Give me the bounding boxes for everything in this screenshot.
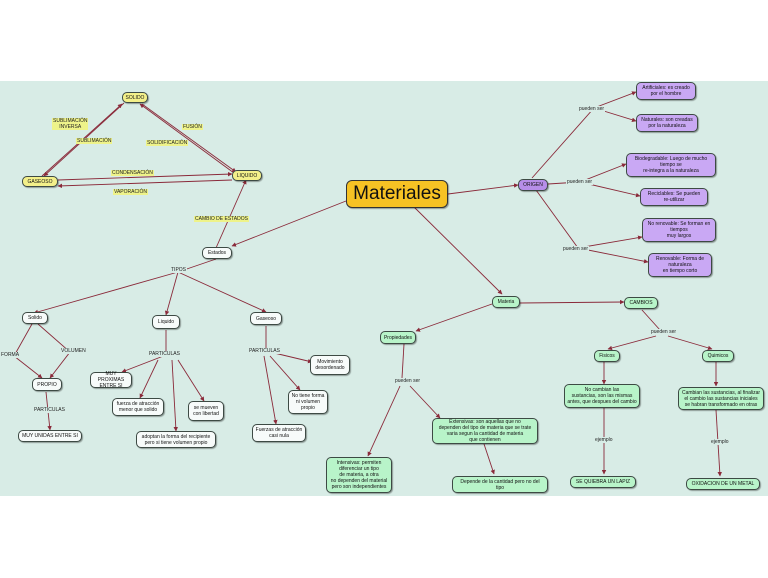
link bbox=[164, 271, 179, 316]
node-naturales[interactable]: Naturales: son creadas por la naturaleza bbox=[636, 114, 698, 132]
node-fuerzas-casi-nula[interactable]: Fuerzas de atracción casi nula bbox=[252, 424, 306, 442]
node-cambian[interactable]: Cambian las sustancias, al finalizar el … bbox=[678, 387, 764, 410]
link bbox=[447, 183, 519, 195]
node-muy-unidas[interactable]: MUY UNIDAS ENTRE SI bbox=[18, 430, 82, 442]
label-solidificacion: SOLIDIFICACIÓN bbox=[146, 140, 189, 146]
node-gaseoso[interactable]: Gaseoso bbox=[250, 312, 282, 325]
link bbox=[57, 179, 233, 189]
link bbox=[33, 258, 217, 315]
label-particulas-gaseoso: PARTICULAS bbox=[248, 348, 281, 354]
node-artificiales[interactable]: Artificiales: es creado por el hombre bbox=[636, 82, 696, 100]
link bbox=[231, 200, 347, 247]
label-condensacion: CONDENSACIÓN bbox=[111, 170, 154, 176]
node-se-mueven[interactable]: se mueven con libertad bbox=[188, 401, 224, 421]
node-estados[interactable]: Estados bbox=[202, 247, 232, 259]
link bbox=[409, 385, 441, 419]
label-pueden-ser-origen-2: pueden ser bbox=[566, 179, 594, 185]
node-intensivas[interactable]: Intensivas: permiten diferenciar un tipo… bbox=[326, 457, 392, 493]
link bbox=[607, 335, 657, 351]
link bbox=[269, 355, 301, 391]
label-pueden-ser-propiedades: pueden ser bbox=[394, 378, 422, 384]
label-tipos: TIPOS bbox=[170, 267, 188, 273]
node-depende-cantidad[interactable]: Depende de la cantidad pero no del tipo bbox=[452, 476, 548, 493]
node-reciclables[interactable]: Reciclables: Se pueden re-utilizar bbox=[640, 188, 708, 206]
node-propiedades[interactable]: Propiedades bbox=[380, 331, 416, 344]
node-liquido[interactable]: Liquido bbox=[152, 315, 180, 329]
label-vaporacion: VAPORACIÓN bbox=[113, 189, 148, 195]
label-ejemplo-fisicos: ejemplo bbox=[594, 437, 614, 443]
node-fisicos[interactable]: Fisicos bbox=[594, 350, 620, 362]
link bbox=[263, 355, 278, 425]
node-renovable[interactable]: Renovable: Forma de naturaleza en tiempo… bbox=[648, 253, 712, 277]
label-particulas-solido: PARTICULAS bbox=[33, 407, 66, 413]
node-liquido-state[interactable]: LIQUIDO bbox=[232, 170, 262, 181]
node-materia[interactable]: Materia bbox=[492, 296, 520, 308]
label-sublimacion: SUBLIMACIÓN bbox=[76, 138, 113, 144]
link bbox=[177, 271, 267, 313]
link bbox=[401, 343, 405, 379]
node-no-cambian[interactable]: No cambian las sustancias, son las misma… bbox=[564, 384, 640, 408]
link bbox=[121, 354, 167, 373]
concept-map-canvas bbox=[0, 81, 768, 496]
node-movimiento[interactable]: Movimiento desordenado bbox=[310, 355, 350, 375]
node-fuerza-atraccion-menor[interactable]: fuerza de atracción menor que solido bbox=[112, 398, 164, 416]
label-fusion: FUSIÓN bbox=[182, 124, 203, 130]
label-pueden-ser-origen-3: pueden ser bbox=[562, 246, 590, 252]
link bbox=[483, 443, 495, 475]
node-lapiz[interactable]: SE QUIEBRA UN LAPIZ bbox=[570, 476, 636, 488]
link bbox=[531, 91, 637, 179]
link bbox=[415, 303, 493, 332]
link bbox=[171, 359, 179, 432]
label-pueden-ser-origen-1: pueden ser bbox=[578, 106, 606, 112]
label-forma: FORMA bbox=[0, 352, 21, 358]
link bbox=[411, 204, 503, 295]
link bbox=[577, 247, 649, 264]
link bbox=[641, 309, 661, 331]
node-oxidacion[interactable]: OXIDACION DE UN METAL bbox=[686, 478, 760, 490]
label-ejemplo-quimicos: ejemplo bbox=[710, 439, 730, 445]
label-pueden-ser-cambios: pueden ser bbox=[650, 329, 678, 335]
link bbox=[139, 359, 159, 399]
link bbox=[367, 385, 401, 457]
label-volumen: VOLUMEN bbox=[60, 348, 87, 354]
label-cambio-estados: CAMBIO DE ESTADOS bbox=[194, 216, 249, 222]
link bbox=[141, 103, 237, 173]
link bbox=[667, 335, 713, 351]
node-no-forma[interactable]: No tiene forma ni volumen propio bbox=[288, 390, 328, 414]
label-particulas-liquido: PARTICULAS bbox=[148, 351, 181, 357]
node-no-renovable[interactable]: No renovable: Se forman en tiempos muy l… bbox=[642, 218, 716, 242]
link bbox=[57, 171, 233, 181]
link bbox=[519, 299, 625, 305]
node-muy-proximas[interactable]: MUY PROXIMAS ENTRE SI bbox=[90, 371, 132, 389]
node-solido[interactable]: Solido bbox=[22, 312, 48, 324]
node-biodegradable[interactable]: Biodegradable: Luego de mucho tiempo se … bbox=[626, 153, 716, 177]
node-adoptan-forma[interactable]: adoptan la forma del recipiente pero si … bbox=[136, 431, 216, 448]
link bbox=[139, 103, 235, 174]
link bbox=[177, 359, 205, 402]
link bbox=[215, 179, 247, 249]
link bbox=[535, 189, 643, 249]
node-gaseoso-state[interactable]: GASEOSO bbox=[22, 176, 58, 187]
node-materiales[interactable]: Materiales bbox=[346, 180, 448, 208]
node-solido-state[interactable]: SOLIDO bbox=[122, 92, 148, 103]
node-propio[interactable]: PROPIO bbox=[32, 378, 62, 391]
node-extensivas[interactable]: Extensivas: son aquellas que no dependen… bbox=[432, 418, 538, 444]
link bbox=[13, 323, 43, 379]
node-origen[interactable]: ORIGEN bbox=[518, 179, 548, 191]
node-cambios[interactable]: CAMBIOS bbox=[624, 297, 658, 309]
node-quimicos[interactable]: Quimicos bbox=[702, 350, 734, 362]
label-sublimacion-inversa: SUBLIMACIÓN INVERSA bbox=[52, 118, 89, 130]
